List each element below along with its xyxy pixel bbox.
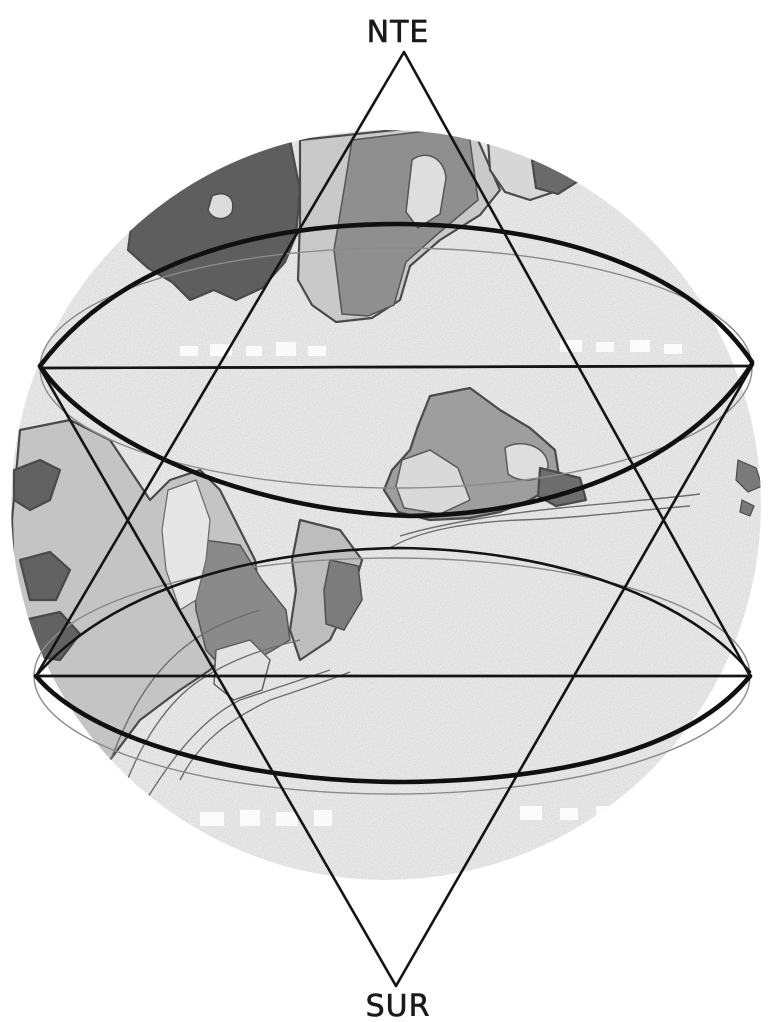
globe-map — [11, 122, 762, 880]
label-south: SUR — [366, 989, 431, 1022]
landmass-upper-left-lake — [208, 194, 233, 219]
label-north: NTE — [367, 15, 430, 50]
